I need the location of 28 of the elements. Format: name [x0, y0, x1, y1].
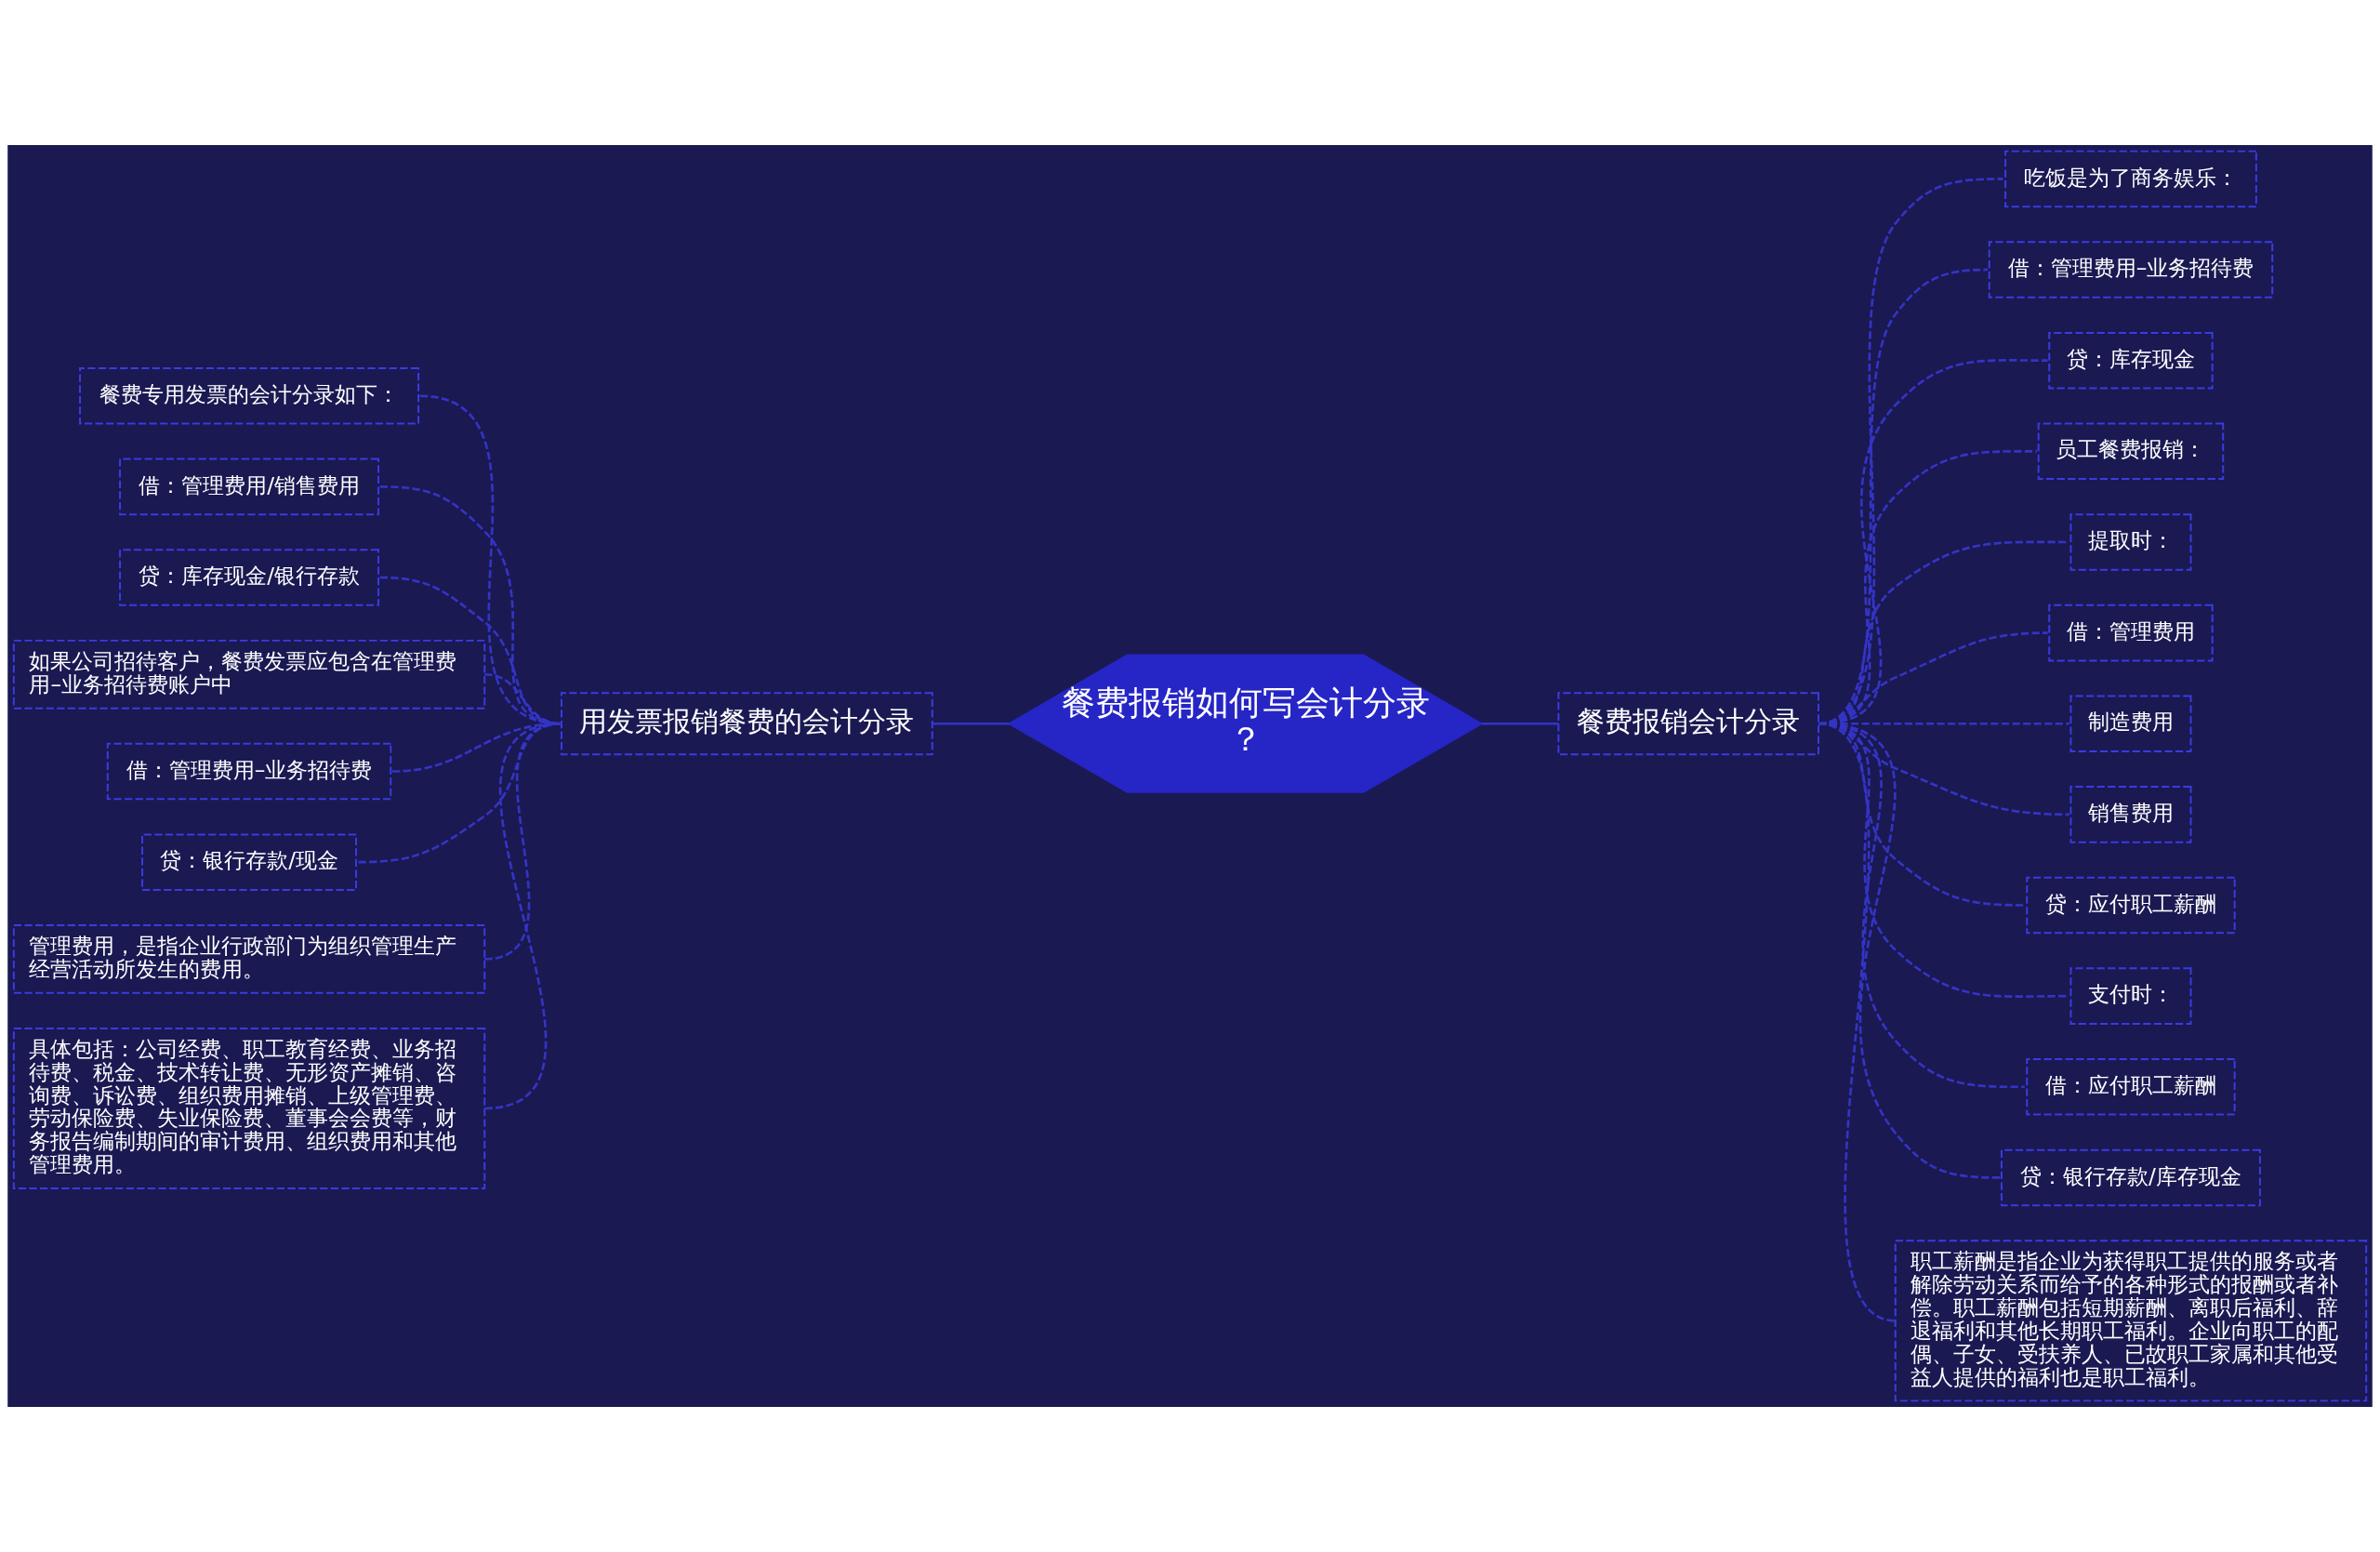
node-box: 贷：银行存款/现金	[141, 833, 358, 891]
connector	[483, 722, 562, 1110]
node-box: 餐费报销会计分录	[1557, 692, 1819, 756]
node-box: 支付时：	[2069, 967, 2192, 1025]
node-box: 贷：库存现金	[2048, 331, 2214, 390]
node-box: 借：管理费用–业务招待费	[106, 742, 392, 801]
node-box: 借：应付职工薪酬	[2026, 1058, 2236, 1116]
node-box: 员工餐费报销：	[2037, 422, 2225, 481]
node-box: 如果公司招待客户，餐费发票应包含在管理费用–业务招待费账户中	[12, 639, 486, 710]
node-box: 具体包括：公司经费、职工教育经费、业务招待费、税金、技术转让费、无形资产摊销、咨询费、诉讼费、组织费用摊销、上级管理费、劳动保险费、失业保险费、董事会会费等，财务报告编制期间的审计费用、组织费用和其他管理费用。	[12, 1027, 486, 1189]
node-box: 贷：库存现金/银行存款	[119, 549, 380, 606]
node-box: 借：管理费用	[2048, 604, 2214, 662]
node-box: 管理费用，是指企业行政部门为组织管理生产经营活动所发生的费用。	[12, 924, 486, 994]
node-box: 提取时：	[2069, 513, 2192, 571]
node-box: 贷：银行存款/库存现金	[2000, 1148, 2261, 1207]
node-box: 职工薪酬是指企业为获得职工提供的服务或者解除劳动关系而给予的各种形式的报酬或者补偿。职工薪酬包括短期薪酬、离职后福利、辞退福利和其他长期职工福利。企业向职工的配偶、子女、受扶养人、已故职工家属和其他受益人提供的福利也是职工福利。	[1894, 1240, 2368, 1402]
connector	[1818, 723, 1897, 1322]
node-box: 销售费用	[2069, 786, 2192, 843]
connector	[932, 722, 1010, 725]
node-box: 借：管理费用/销售费用	[119, 458, 380, 516]
node-box: 贷：应付职工薪酬	[2026, 876, 2236, 935]
node-box: 借：管理费用–业务招待费	[1988, 241, 2274, 298]
node-box: 制造费用	[2069, 695, 2192, 752]
connector	[483, 722, 562, 961]
connector	[1481, 722, 1559, 725]
node-box: 餐费专用发票的会计分录如下：	[79, 366, 420, 425]
node-box: 用发票报销餐费的会计分录	[561, 692, 933, 756]
node-box: 吃饭是为了商务娱乐：	[2004, 150, 2257, 208]
